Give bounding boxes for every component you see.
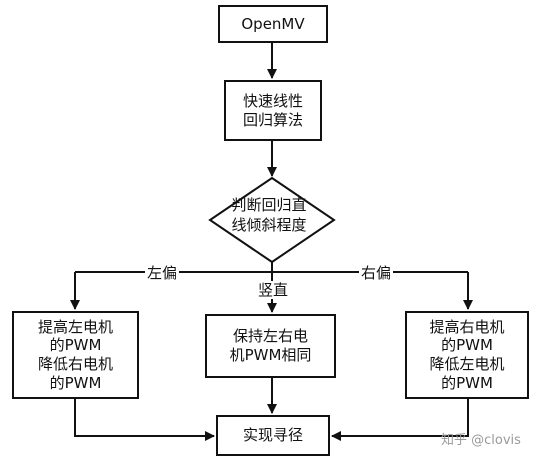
start-text: OpenMV — [241, 14, 305, 33]
arrow-left-to-end — [74, 399, 215, 441]
right-action-box: 提高右电机 的PWM 降低左电机 的PWM — [405, 311, 529, 399]
end-text: 实现寻径 — [242, 426, 303, 445]
branch-middle-label: 竖直 — [256, 281, 291, 299]
start-box: OpenMV — [218, 5, 328, 43]
middle-action-box: 保持左右电 机PWM相同 — [205, 314, 336, 378]
middle-action-text: 保持左右电 机PWM相同 — [229, 327, 312, 364]
end-box: 实现寻径 — [216, 415, 330, 456]
right-action-text: 提高右电机 的PWM 降低左电机 的PWM — [429, 317, 505, 392]
left-action-box: 提高左电机 的PWM 降低右电机 的PWM — [12, 311, 139, 399]
algorithm-box: 快速线性 回归算法 — [224, 80, 322, 141]
algorithm-text: 快速线性 回归算法 — [242, 91, 303, 129]
arrow-right-to-end — [331, 399, 469, 441]
left-action-text: 提高左电机 的PWM 降低右电机 的PWM — [37, 317, 113, 392]
branch-right-label: 右偏 — [359, 264, 394, 282]
decision-diamond — [208, 176, 336, 264]
decision-text: 判断回归直 线倾斜程度 — [231, 196, 307, 234]
watermark: 知乎 @clovis — [441, 433, 521, 448]
branch-left-label: 左偏 — [145, 264, 180, 282]
